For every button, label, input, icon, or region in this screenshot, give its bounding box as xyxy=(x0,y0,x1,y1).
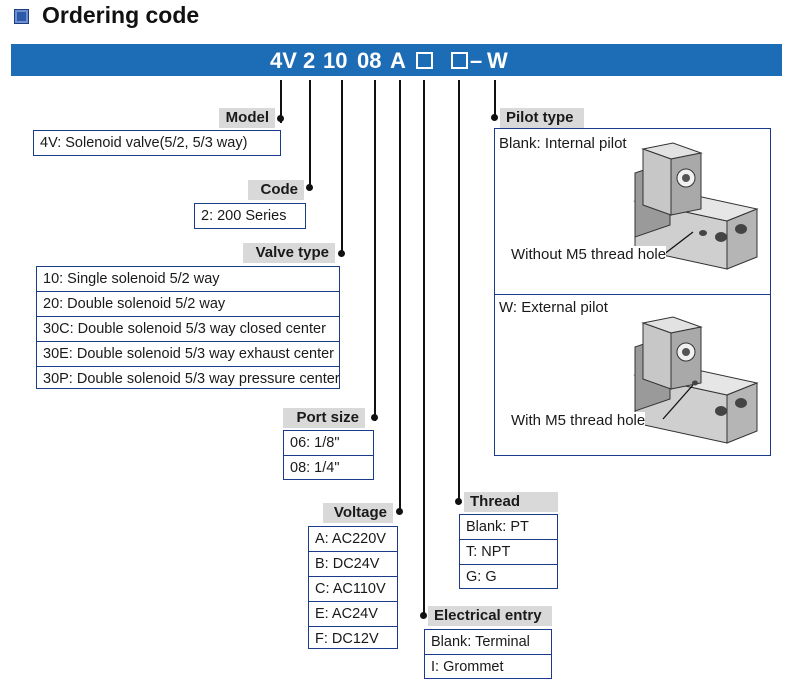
voltage-option: F: DC12V xyxy=(315,631,379,647)
internal-pilot-panel: Blank: Internal pilot Without M5 thread … xyxy=(494,128,771,295)
code-voltage: A xyxy=(390,48,406,73)
page-title: Ordering code xyxy=(42,2,200,28)
code-thread-box xyxy=(451,52,468,69)
port-size-options: 06: 1/8" 08: 1/4" xyxy=(283,430,374,480)
electrical-entry-option: Blank: Terminal xyxy=(425,630,551,655)
external-pilot-callout: With M5 thread hole xyxy=(511,412,646,429)
connector-dot-electrical-entry xyxy=(420,612,427,619)
internal-pilot-title: Blank: Internal pilot xyxy=(499,135,627,152)
valve-type-option: 10: Single solenoid 5/2 way xyxy=(37,267,339,292)
electrical-entry-options: Blank: Terminal I: Grommet xyxy=(424,629,552,679)
voltage-option: E: AC24V xyxy=(309,602,397,627)
valve-type-option: 30E: Double solenoid 5/3 way exhaust cen… xyxy=(37,342,339,367)
thread-type-option: Blank: PT xyxy=(460,515,557,540)
external-pilot-valve-illustration xyxy=(633,316,759,444)
connector-pilot-type xyxy=(494,80,496,120)
code-electrical-box xyxy=(416,52,433,69)
connector-dot-code xyxy=(306,184,313,191)
voltage-options: A: AC220V B: DC24V C: AC110V E: AC24V F:… xyxy=(308,526,398,649)
port-size-option: 06: 1/8" xyxy=(284,431,373,456)
valve-type-option: 20: Double solenoid 5/2 way xyxy=(37,292,339,317)
connector-voltage xyxy=(399,80,401,513)
ordering-code-bar xyxy=(11,44,782,76)
connector-dot-pilot-type xyxy=(491,114,498,121)
code-option: 2: 200 Series xyxy=(201,208,287,224)
connector-thread-type xyxy=(458,80,460,504)
code-valve: 10 xyxy=(323,48,348,73)
voltage-option: B: DC24V xyxy=(309,552,397,577)
connector-dot-valve-type xyxy=(338,250,345,257)
valve-type-options: 10: Single solenoid 5/2 way 20: Double s… xyxy=(36,266,340,389)
connector-dot-thread-type xyxy=(455,498,462,505)
code-label: Code xyxy=(248,180,304,200)
valve-type-option: 30P: Double solenoid 5/3 way pressure ce… xyxy=(43,371,340,387)
code-dash: – xyxy=(470,48,483,73)
connector-electrical-entry xyxy=(423,80,425,618)
model-option: 4V: Solenoid valve(5/2, 5/3 way) xyxy=(40,135,248,151)
thread-type-options: Blank: PT T: NPT G: G xyxy=(459,514,558,589)
code-pilot: W xyxy=(487,48,508,73)
voltage-option: C: AC110V xyxy=(309,577,397,602)
valve-type-label: Valve type xyxy=(243,243,335,263)
electrical-entry-label: Electrical entry xyxy=(428,606,552,626)
model-label: Model xyxy=(219,108,275,128)
thread-type-option: T: NPT xyxy=(460,540,557,565)
connector-model xyxy=(280,80,282,123)
voltage-option: A: AC220V xyxy=(309,527,397,552)
code-series: 4V xyxy=(270,48,297,73)
port-size-option: 08: 1/4" xyxy=(290,460,340,476)
valve-type-option: 30C: Double solenoid 5/3 way closed cent… xyxy=(37,317,339,342)
internal-pilot-callout: Without M5 thread hole xyxy=(511,246,667,263)
connector-dot-voltage xyxy=(396,508,403,515)
voltage-label: Voltage xyxy=(323,503,393,523)
thread-type-label: Thread type xyxy=(464,492,558,530)
connector-code xyxy=(309,80,311,190)
model-options: 4V: Solenoid valve(5/2, 5/3 way) xyxy=(33,130,281,156)
code-size: 2 xyxy=(303,48,316,73)
electrical-entry-option: I: Grommet xyxy=(431,659,504,675)
external-pilot-panel: W: External pilot With M5 thread hole xyxy=(494,294,771,456)
code-port: 08 xyxy=(357,48,382,73)
external-pilot-title: W: External pilot xyxy=(499,299,608,316)
pilot-type-label: Pilot type xyxy=(500,108,584,128)
title-bullet-icon xyxy=(14,9,29,24)
connector-dot-model xyxy=(277,115,284,122)
connector-dot-port-size xyxy=(371,414,378,421)
code-options: 2: 200 Series xyxy=(194,203,306,229)
thread-type-option: G: G xyxy=(466,569,497,585)
port-size-label: Port size xyxy=(283,408,365,428)
internal-pilot-valve-illustration xyxy=(633,142,759,270)
connector-port-size xyxy=(374,80,376,421)
connector-valve-type xyxy=(341,80,343,256)
